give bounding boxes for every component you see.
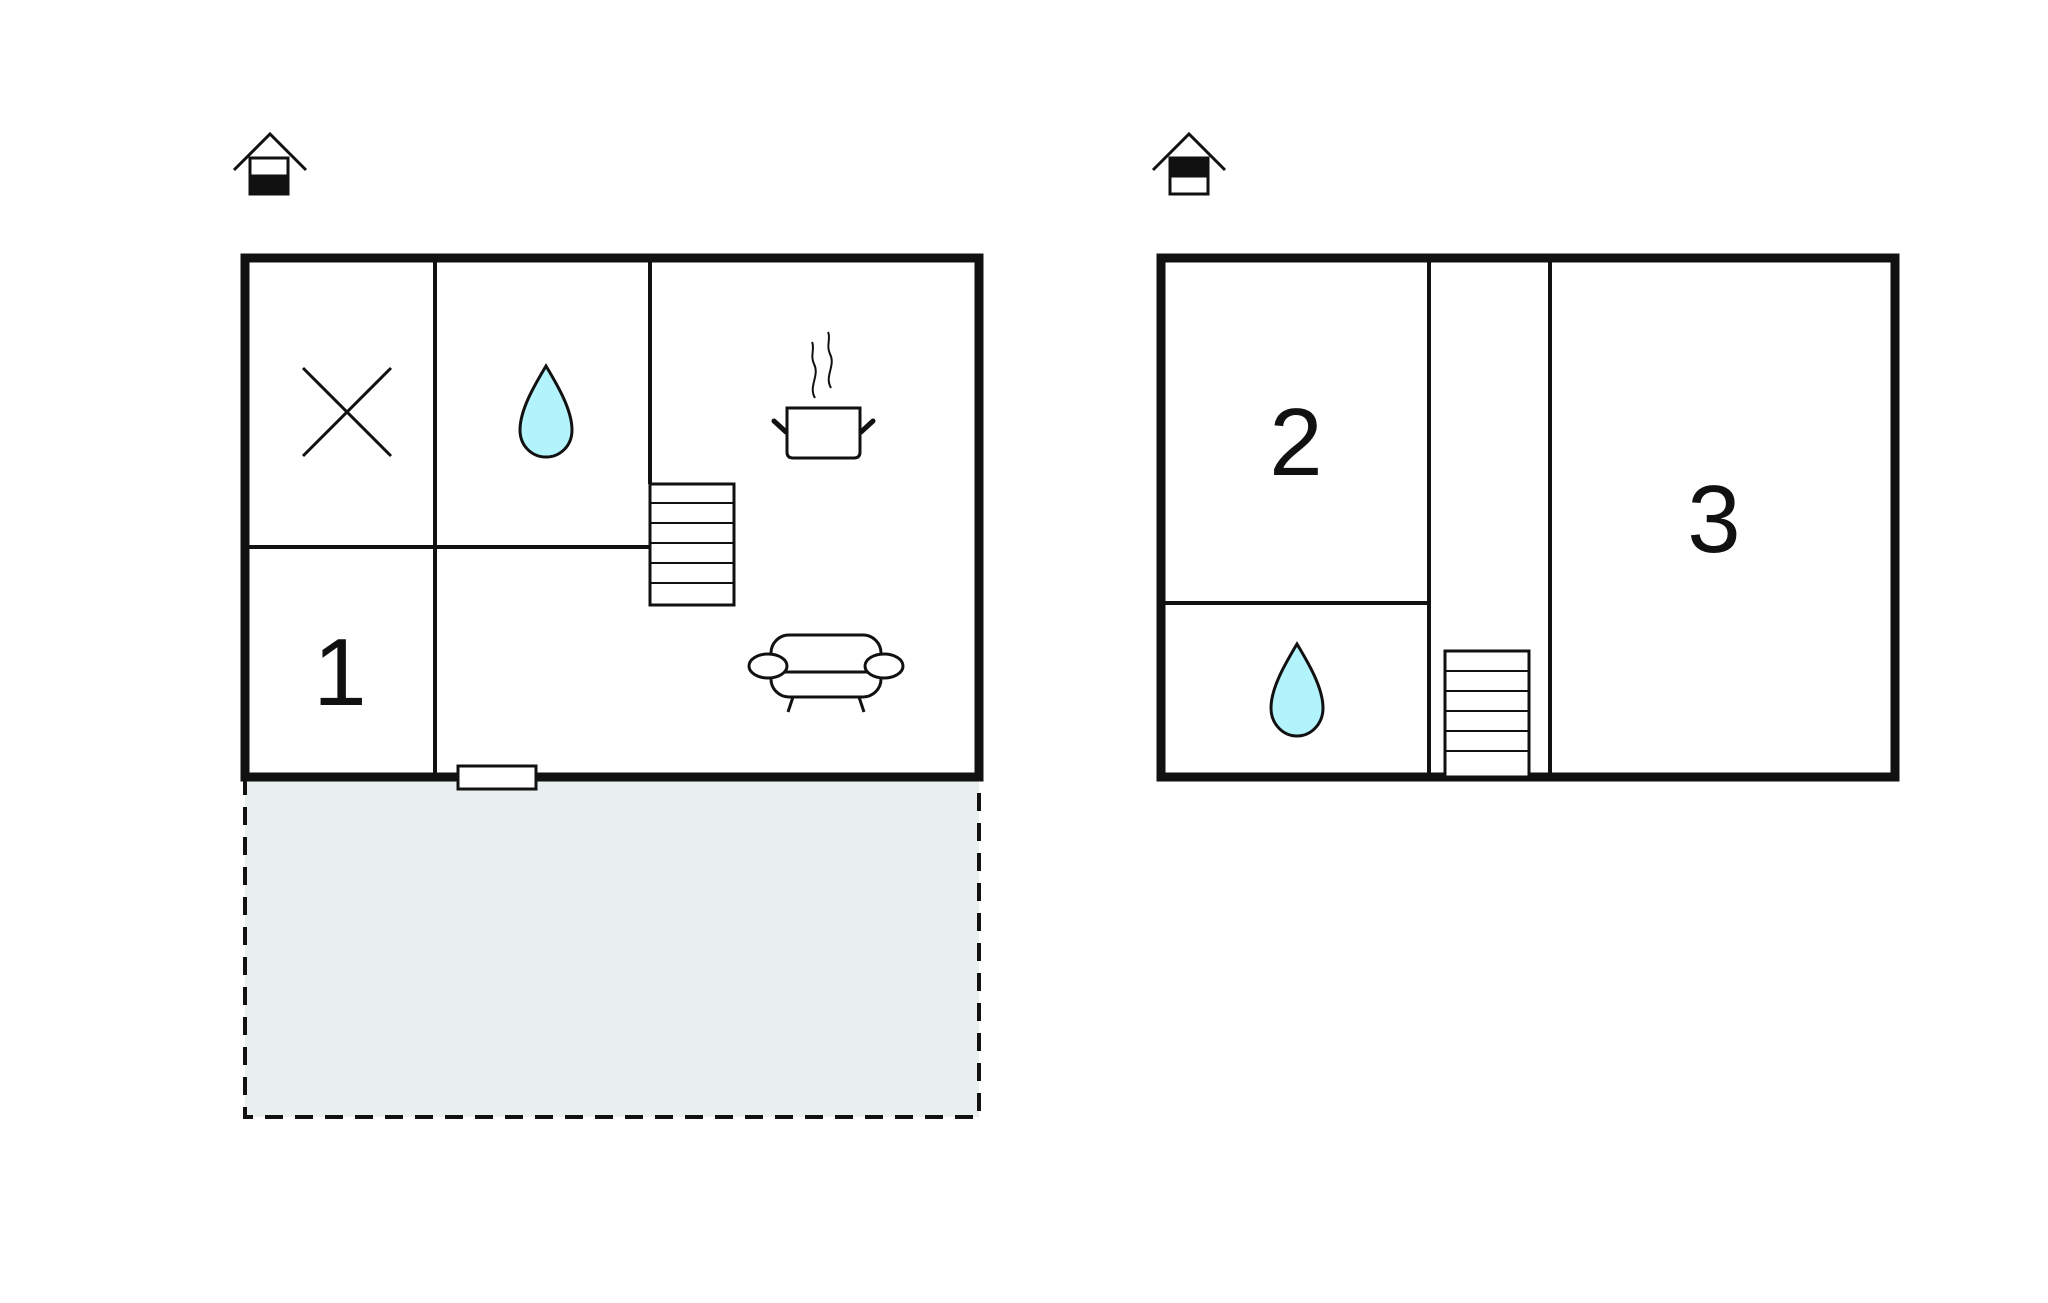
sofa-icon: [747, 633, 905, 713]
terrace-area: [243, 775, 981, 1119]
ground-floor: 1: [232, 131, 984, 1119]
upper-floor: 2 3: [1151, 131, 1900, 782]
staircase-icon: [1443, 649, 1531, 779]
room-number-2: 2: [1269, 389, 1322, 496]
house-upper-floor-icon: [1151, 131, 1227, 196]
cross-icon: [301, 366, 393, 458]
door-icon: [456, 764, 538, 791]
staircase-icon: [648, 482, 736, 607]
upper-floor-interior-walls: [1161, 258, 1552, 777]
ground-floor-interior-walls: [245, 258, 652, 777]
room-number-3: 3: [1687, 466, 1740, 573]
water-drop-icon: [1269, 641, 1325, 738]
room-number-1: 1: [313, 619, 366, 726]
cooking-pot-icon: [771, 331, 876, 460]
house-ground-floor-icon: [232, 131, 308, 196]
water-drop-icon: [518, 363, 574, 459]
